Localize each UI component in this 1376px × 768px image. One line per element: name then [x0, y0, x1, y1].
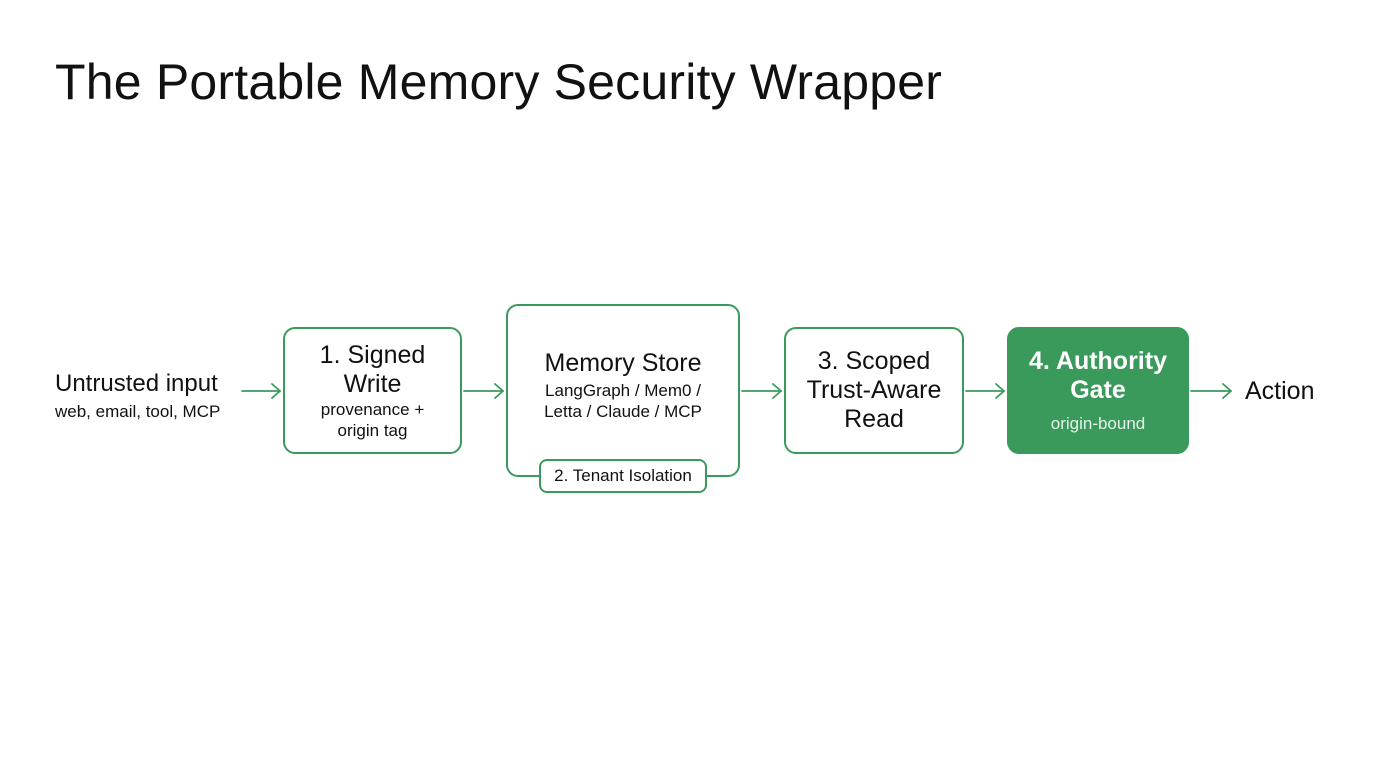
memory-store-sub-line-1: LangGraph / Mem0 /: [545, 380, 701, 400]
scoped-read-title-line-2: Trust-Aware: [806, 376, 942, 404]
authority-gate-title-line-1: 4. Authority: [1029, 347, 1167, 375]
scoped-read-title-line-3: Read: [844, 405, 904, 433]
memory-store-sub-line-2: Letta / Claude / MCP: [544, 401, 702, 421]
arrow-memory-store-to-scoped-read: [741, 383, 782, 399]
memory-store-title: Memory Store: [544, 348, 702, 377]
memory-store-box: Memory Store LangGraph / Mem0 / Letta / …: [506, 304, 740, 477]
untrusted-input-node: Untrusted input web, email, tool, MCP: [55, 369, 220, 425]
signed-write-sub-line-2: origin tag: [337, 420, 408, 440]
untrusted-input-sublabel: web, email, tool, MCP: [55, 402, 221, 421]
page-title: The Portable Memory Security Wrapper: [55, 54, 943, 110]
action-label: Action: [1245, 377, 1315, 405]
arrow-authority-gate-to-action: [1190, 383, 1232, 399]
signed-write-box: 1. Signed Write provenance + origin tag: [283, 327, 462, 454]
untrusted-input-label: Untrusted input: [55, 370, 218, 397]
tenant-isolation-tag: 2. Tenant Isolation: [539, 459, 707, 493]
arrow-input-to-signed-write: [241, 383, 281, 399]
signed-write-title-line-2: Write: [343, 369, 402, 398]
arrow-scoped-read-to-authority-gate: [965, 383, 1005, 399]
authority-gate-sub: origin-bound: [1050, 414, 1146, 433]
arrow-signed-write-to-memory-store: [463, 383, 504, 399]
authority-gate-box: 4. Authority Gate origin-bound: [1007, 327, 1189, 454]
signed-write-title-line-1: 1. Signed: [319, 340, 426, 369]
authority-gate-title-line-2: Gate: [1070, 376, 1126, 404]
scoped-read-title-line-1: 3. Scoped: [817, 347, 931, 375]
signed-write-sub-line-1: provenance +: [320, 399, 425, 419]
scoped-read-box: 3. Scoped Trust-Aware Read: [784, 327, 964, 454]
